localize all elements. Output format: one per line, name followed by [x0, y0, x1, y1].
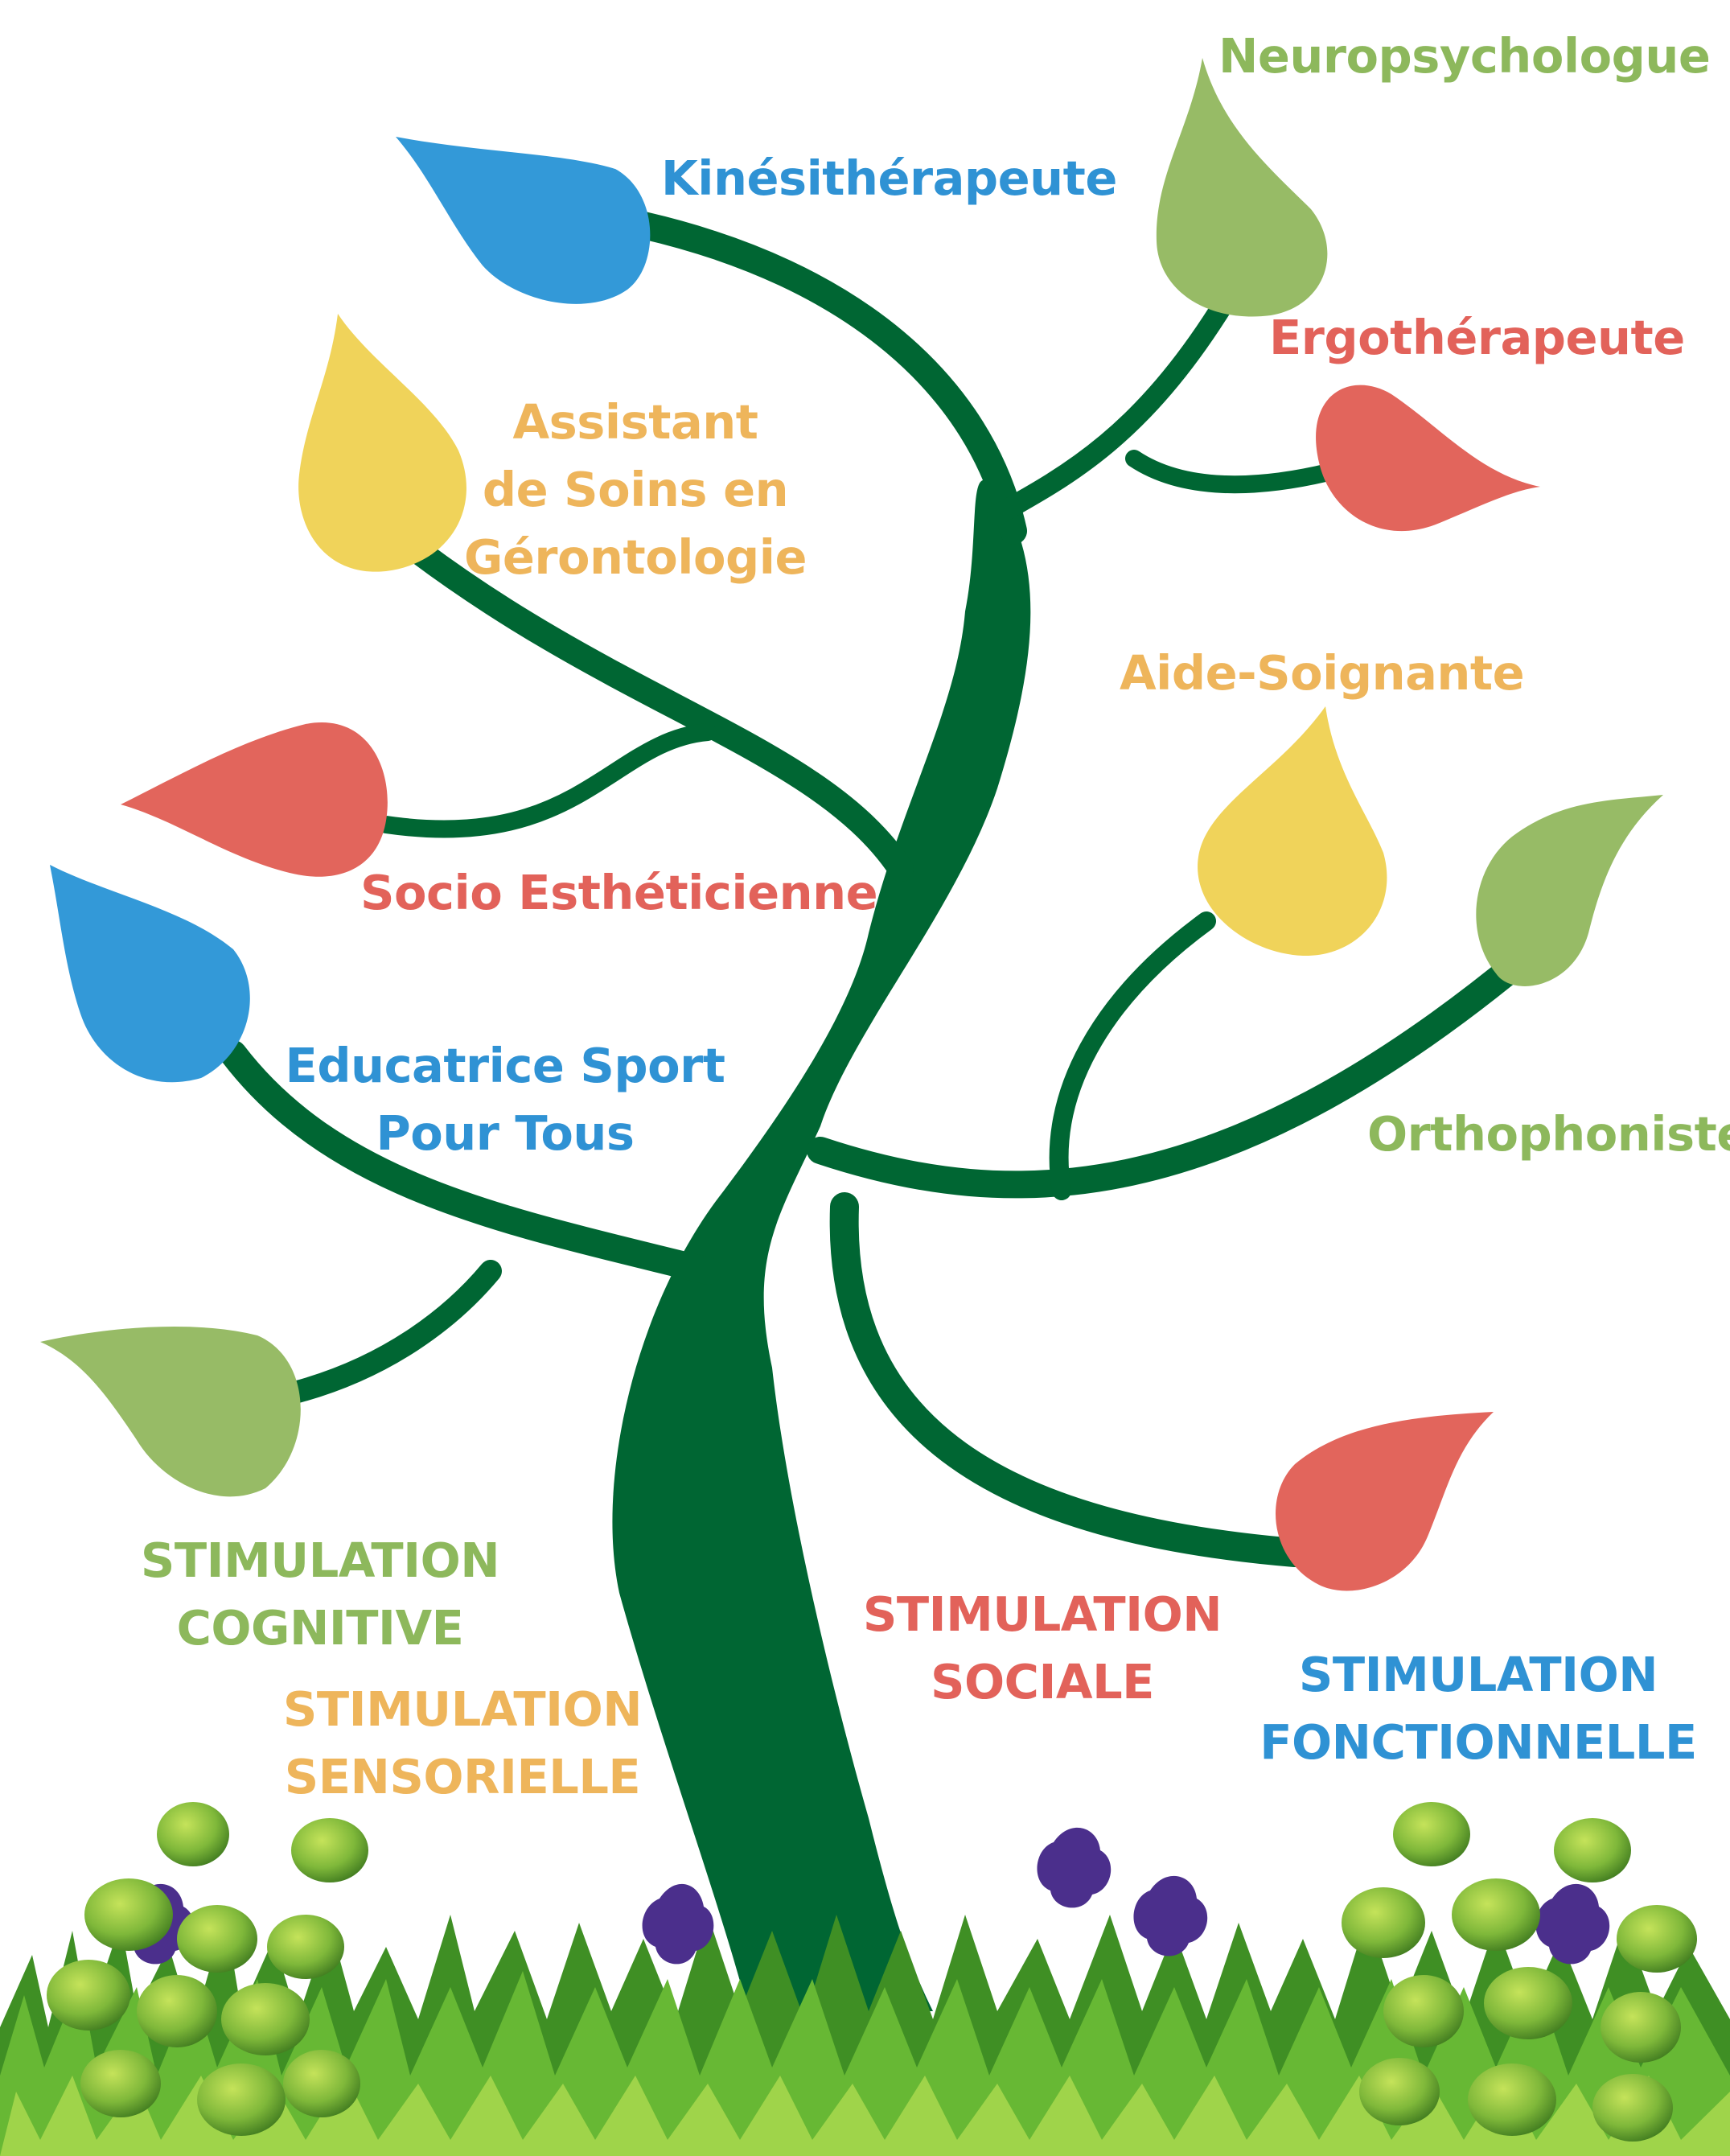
label-sociale-line1: STIMULATION [862, 1586, 1223, 1642]
leaf-assistant [298, 314, 466, 572]
label-cognitive-line1: STIMULATION [140, 1533, 500, 1588]
branch-ergotherapeute [1125, 450, 1344, 494]
label-fonctionnelle-line2: FONCTIONNELLE [1259, 1714, 1697, 1770]
label-kinesitherapeute: Kinésithérapeute [661, 150, 1117, 206]
label-sociale-line2: SOCIALE [931, 1654, 1154, 1710]
branch-aide-soignante [1049, 911, 1216, 1200]
grass [0, 1915, 1730, 2156]
branch-neuropsychologue [987, 295, 1233, 525]
branch-educatrice [220, 1040, 721, 1285]
plants [47, 1802, 1697, 2142]
label-sensorielle-line1: STIMULATION [282, 1681, 643, 1737]
label-educatrice-line1: Educatrice Sport [285, 1038, 725, 1093]
leaf-lower-right [1276, 1412, 1494, 1591]
label-stimulation-cognitive: STIMULATION COGNITIVE [140, 1527, 500, 1662]
leaf-neuropsychologue [1156, 58, 1328, 317]
label-aide-soignante: Aide-Soignante [1120, 645, 1525, 701]
tree-branches [220, 212, 1534, 1567]
label-assistant-line3: Gérontologie [463, 529, 807, 585]
leaf-educatrice [50, 865, 250, 1083]
branch-lower-right [829, 1192, 1309, 1567]
leaves [40, 58, 1663, 1591]
leaf-ergotherapeute [1316, 385, 1540, 532]
leaf-aide-soignante [1198, 706, 1387, 957]
branch-socio [377, 723, 717, 838]
label-orthophoniste: Orthophoniste [1367, 1106, 1730, 1162]
label-assistant-de-soins: Assistant de Soins en Gérontologie [464, 389, 807, 591]
leaf-socio [121, 722, 388, 877]
label-sensorielle-line2: SENSORIELLE [284, 1749, 641, 1804]
label-educatrice-sport: Educatrice Sport Pour Tous [286, 1032, 725, 1167]
leaf-lower-left [40, 1326, 301, 1497]
label-ergotherapeute: Ergothérapeute [1269, 310, 1685, 365]
label-educatrice-line2: Pour Tous [376, 1105, 635, 1161]
label-stimulation-fonctionnelle: STIMULATION FONCTIONNELLE [1259, 1641, 1697, 1776]
leaf-kinesitherapeute [396, 137, 651, 304]
label-neuropsychologue: Neuropsychologue [1218, 28, 1711, 84]
tree-trunk [612, 479, 1031, 2011]
label-assistant-line2: de Soins en [482, 462, 789, 517]
leaf-orthophoniste [1476, 795, 1663, 986]
label-stimulation-sociale: STIMULATION SOCIALE [862, 1581, 1223, 1716]
branch-kinesitherapeute [630, 212, 1027, 545]
label-cognitive-line2: COGNITIVE [176, 1600, 464, 1656]
branch-lower-left [286, 1260, 502, 1403]
label-assistant-line1: Assistant [512, 394, 758, 450]
label-stimulation-sensorielle: STIMULATION SENSORIELLE [282, 1676, 643, 1811]
branch-orthophoniste [807, 948, 1534, 1199]
label-fonctionnelle-line1: STIMULATION [1298, 1647, 1658, 1702]
label-socio-estheticienne: Socio Esthéticienne [360, 865, 878, 920]
